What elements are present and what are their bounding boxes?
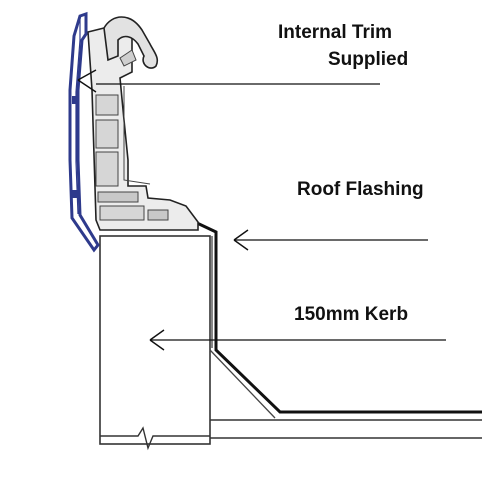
kerb — [99, 235, 211, 451]
internal-trim-label-line2: Supplied — [328, 49, 409, 70]
kerb-label: 150mm Kerb — [294, 304, 409, 325]
leader-internal-trim — [77, 69, 380, 93]
internal-trim — [68, 11, 100, 253]
internal-trim-label-line1: Internal Trim — [278, 22, 393, 43]
roof-deck — [210, 419, 482, 439]
leader-kerb — [149, 329, 446, 351]
leader-roof-flashing — [233, 229, 428, 251]
roof-flashing-label: Roof Flashing — [297, 179, 424, 200]
roof-flashing-membrane — [196, 221, 482, 419]
glazing-frame-profile — [87, 16, 199, 231]
